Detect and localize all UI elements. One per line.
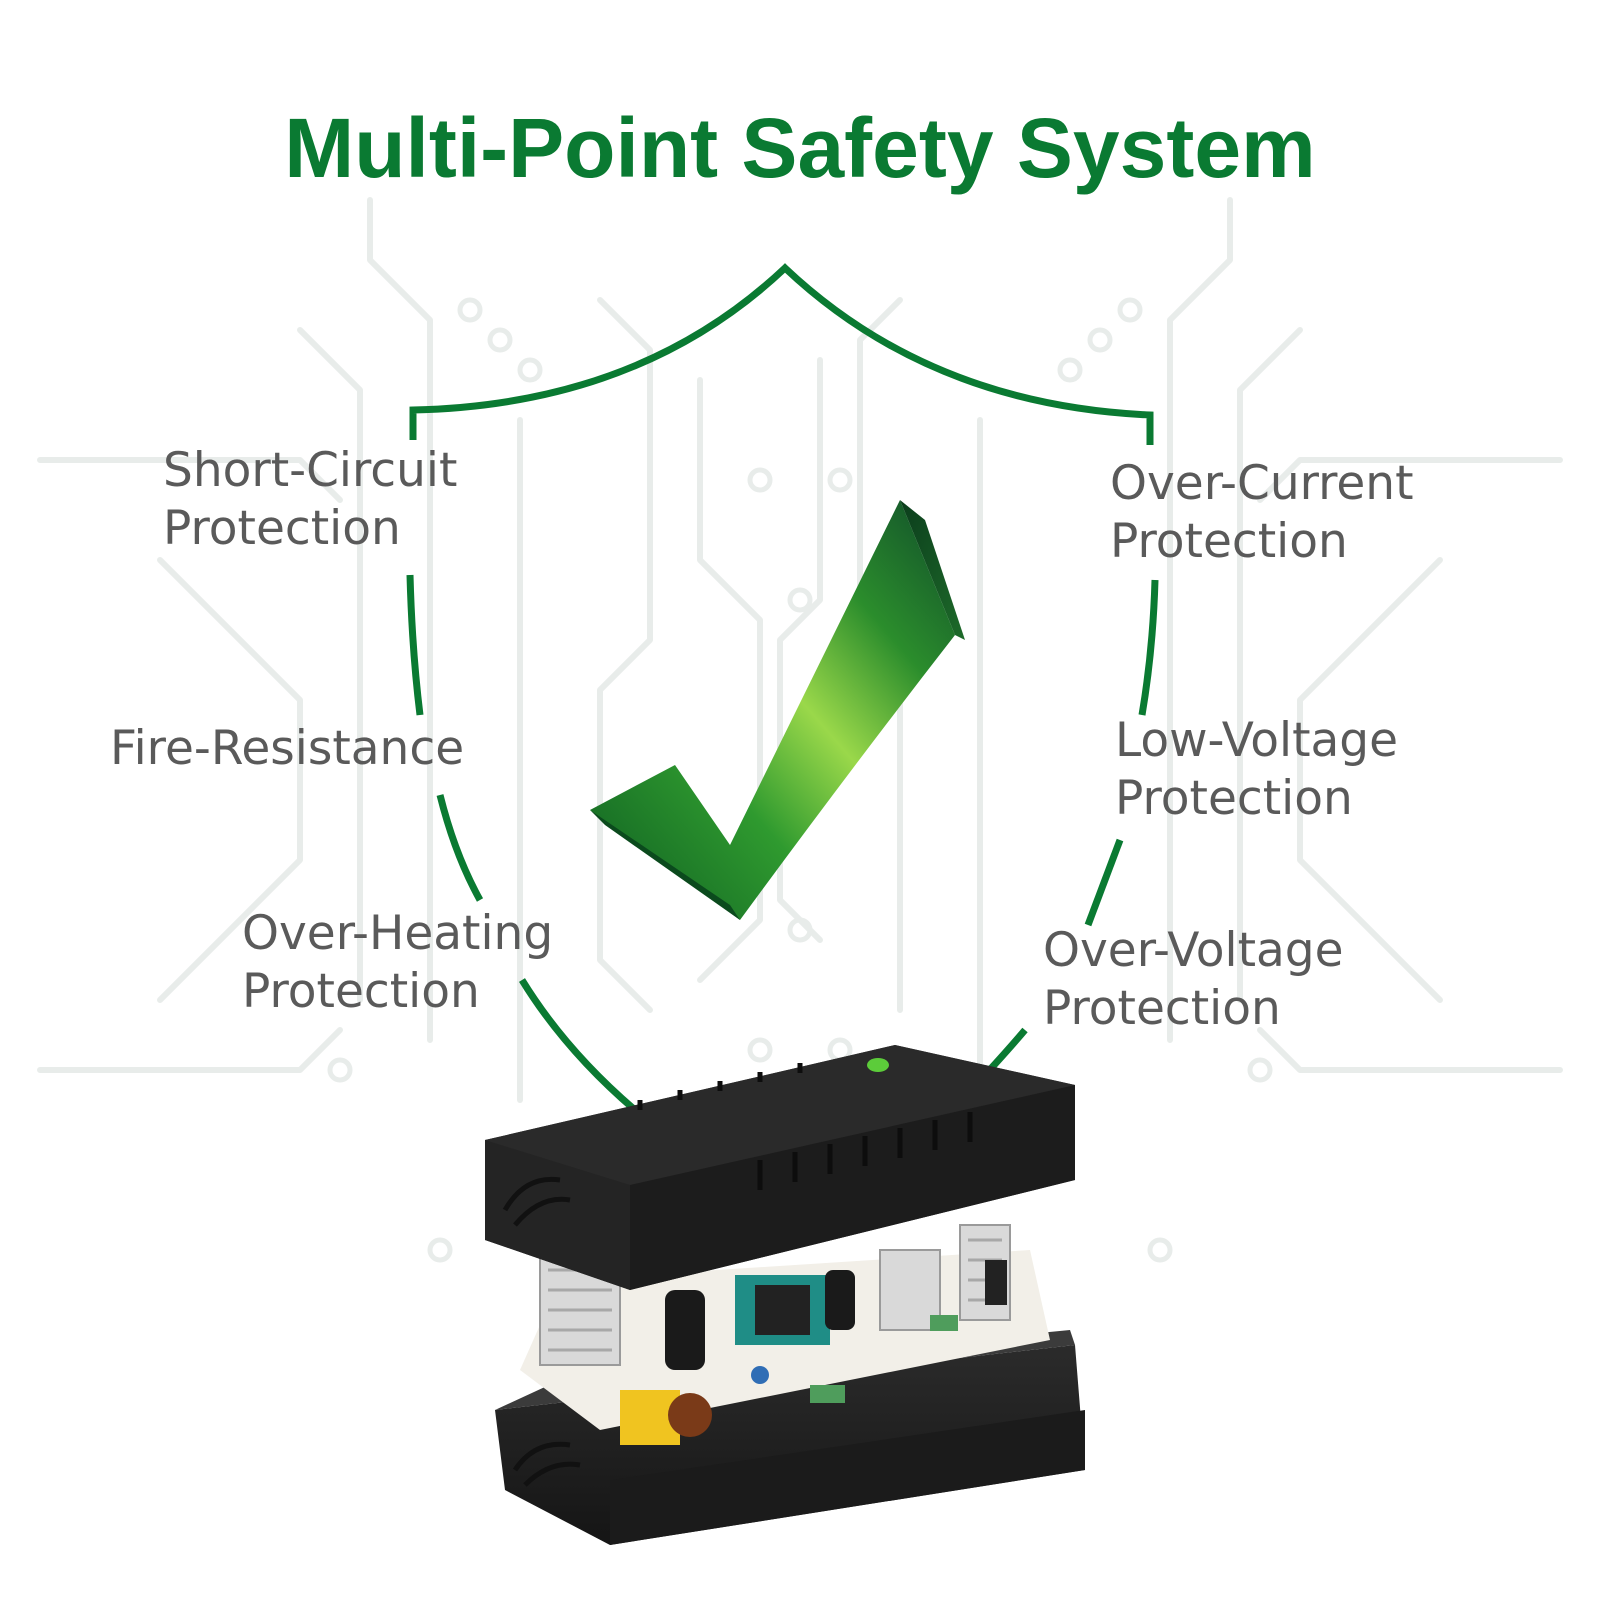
feature-short-circuit: Short-Circuit Protection [163, 442, 457, 558]
feature-low-voltage: Low-Voltage Protection [1115, 712, 1398, 828]
feature-short-circuit-line2: Protection [163, 501, 401, 556]
feature-fire-resistance: Fire-Resistance [110, 720, 464, 778]
feature-over-voltage-line2: Protection [1043, 981, 1281, 1036]
page-title: Multi-Point Safety System [284, 101, 1316, 195]
feature-over-current: Over-Current Protection [1110, 455, 1414, 571]
feature-over-voltage: Over-Voltage Protection [1043, 922, 1344, 1038]
feature-over-heating-line2: Protection [242, 964, 480, 1019]
feature-low-voltage-line2: Protection [1115, 771, 1353, 826]
feature-fire-resistance-line1: Fire-Resistance [110, 721, 465, 776]
feature-low-voltage-line1: Low-Voltage [1115, 713, 1399, 768]
feature-over-current-line2: Protection [1110, 514, 1348, 569]
feature-over-voltage-line1: Over-Voltage [1043, 923, 1344, 978]
feature-over-heating: Over-Heating Protection [242, 905, 553, 1021]
feature-over-current-line1: Over-Current [1110, 456, 1414, 511]
feature-short-circuit-line1: Short-Circuit [163, 443, 458, 498]
feature-over-heating-line1: Over-Heating [242, 906, 554, 961]
